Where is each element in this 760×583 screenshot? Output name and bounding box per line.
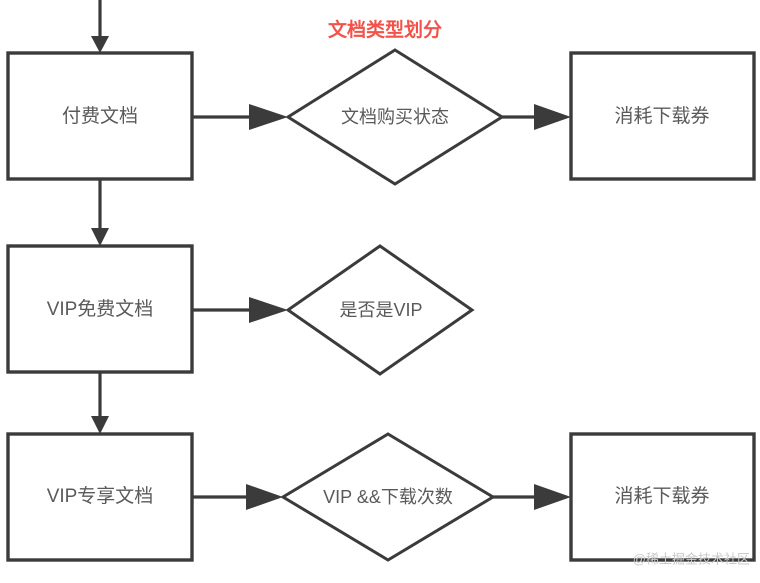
node-purchase-state-diamond[interactable]	[285, 48, 505, 186]
arrow-head-r1-b	[534, 104, 571, 130]
arrow-head-v1	[91, 228, 109, 246]
arrow-head-r3-a	[246, 484, 283, 510]
node-is-vip-label: 是否是VIP	[339, 300, 422, 320]
node-vip-exclusive-doc-box[interactable]	[6, 432, 194, 562]
node-vip-free-doc-label: VIP免费文档	[47, 298, 154, 320]
edge-entry-to-paid-doc	[91, 0, 109, 53]
node-consume-coupon-bottom[interactable]: 消耗下载券	[569, 432, 756, 562]
node-vip-and-count-diamond[interactable]	[280, 432, 496, 562]
node-consume-coupon-top-box[interactable]	[569, 51, 756, 181]
node-is-vip-diamond[interactable]	[285, 244, 475, 376]
node-consume-coupon-top[interactable]: 消耗下载券	[569, 51, 756, 181]
node-vip-and-count-decision[interactable]: VIP &&下载次数	[280, 432, 496, 562]
arrow-head-v2	[91, 416, 109, 434]
edge-vip-exclusive-doc-to-vip-and-count	[192, 484, 283, 510]
watermark-label: @稀土掘金技术社区	[633, 551, 750, 566]
node-consume-coupon-bottom-label: 消耗下载券	[614, 485, 709, 507]
node-vip-exclusive-doc-label: VIP专享文档	[47, 485, 154, 507]
node-consume-coupon-bottom-box[interactable]	[569, 432, 756, 562]
arrow-head-r2-a	[249, 297, 288, 323]
node-consume-coupon-top-label: 消耗下载券	[614, 105, 709, 127]
node-vip-free-doc[interactable]: VIP免费文档	[6, 244, 194, 374]
edge-vip-free-doc-to-is-vip	[192, 297, 288, 323]
node-purchase-state-label: 文档购买状态	[341, 107, 449, 127]
edge-purchase-state-to-consume-coupon	[502, 104, 571, 130]
diagram-title: 文档类型划分	[328, 18, 442, 41]
arrow-head-r3-b	[534, 484, 571, 510]
arrow-head-entry	[91, 36, 109, 53]
node-vip-exclusive-doc[interactable]: VIP专享文档	[6, 432, 194, 562]
edge-paid-doc-to-purchase-state	[192, 104, 288, 130]
node-is-vip-decision[interactable]: 是否是VIP	[285, 244, 475, 376]
edge-paid-doc-to-vip-free-doc	[91, 179, 109, 246]
node-paid-doc[interactable]: 付费文档	[6, 51, 194, 181]
node-vip-free-doc-box[interactable]	[6, 244, 194, 374]
arrow-head-r1-a	[249, 104, 288, 130]
edge-vip-and-count-to-consume-coupon	[493, 484, 571, 510]
edge-vip-free-doc-to-vip-exclusive-doc	[91, 372, 109, 434]
node-paid-doc-label: 付费文档	[62, 105, 138, 127]
node-purchase-state-decision[interactable]: 文档购买状态	[285, 48, 505, 186]
node-vip-and-count-label: VIP &&下载次数	[323, 487, 453, 507]
